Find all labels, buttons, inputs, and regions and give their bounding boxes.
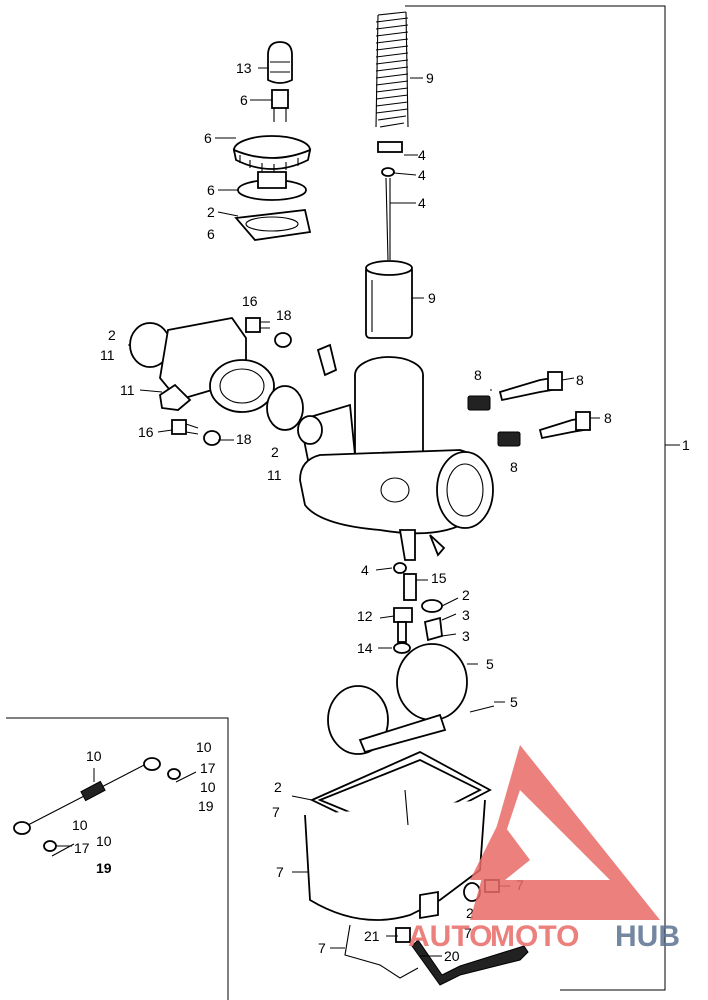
inset-label-10c: 10 <box>200 779 216 795</box>
label-2f: 2 <box>466 905 474 921</box>
label-7e: 7 <box>318 940 326 956</box>
throttle-valve-9 <box>365 260 413 339</box>
label-6a: 6 <box>240 92 248 108</box>
insulator-manifold-11 <box>129 317 304 431</box>
label-4b: 4 <box>418 167 426 183</box>
label-11b: 11 <box>120 382 135 398</box>
spring-9 <box>375 11 409 128</box>
label-21: 21 <box>364 928 380 944</box>
label-4a: 4 <box>418 147 426 163</box>
label-3b: 3 <box>462 628 470 644</box>
part-labels: 13 6 6 6 2 6 9 4 4 4 9 16 18 2 11 11 16 … <box>72 60 690 964</box>
inset-label-19b: 19 <box>96 860 112 876</box>
label-12: 12 <box>357 608 373 624</box>
inset-label-10d: 10 <box>72 817 88 833</box>
inset-box <box>6 717 229 1000</box>
label-4d: 4 <box>361 562 369 578</box>
label-6b: 6 <box>204 130 212 146</box>
pilot-screws-8 <box>467 371 591 447</box>
inset-label-17a: 17 <box>200 760 216 776</box>
label-2d: 2 <box>462 587 470 603</box>
throttle-cap-assembly <box>232 41 312 241</box>
label-8d: 8 <box>510 459 518 475</box>
label-7a: 7 <box>272 804 280 820</box>
label-2b: 2 <box>108 327 116 343</box>
inset-label-10a: 10 <box>86 748 102 764</box>
label-7b: 7 <box>276 864 284 880</box>
label-2a: 2 <box>207 204 215 220</box>
label-2c: 2 <box>271 444 279 460</box>
drain-tube-20 <box>395 927 529 986</box>
carburetor-body <box>297 343 494 561</box>
label-7d: 7 <box>464 925 472 941</box>
float-5 <box>327 643 495 755</box>
label-11c: 11 <box>267 467 282 483</box>
label-20: 20 <box>444 948 460 964</box>
bolts-washers <box>171 317 292 446</box>
label-11a: 11 <box>100 347 115 363</box>
label-18a: 18 <box>276 307 292 323</box>
assembly-bracket-1 <box>405 5 680 991</box>
label-16a: 16 <box>242 293 258 309</box>
inset-label-10b: 10 <box>196 739 212 755</box>
label-4c: 4 <box>418 195 426 211</box>
label-1: 1 <box>682 437 690 453</box>
label-8a: 8 <box>474 367 482 383</box>
label-8c: 8 <box>604 410 612 426</box>
watermark-auto: AUTO <box>408 920 492 953</box>
label-9b: 9 <box>428 290 436 306</box>
automotohub-watermark: AUTO MOTO HUB <box>408 745 680 953</box>
jet-parts <box>393 562 443 654</box>
label-16b: 16 <box>138 424 154 440</box>
label-15: 15 <box>431 570 447 586</box>
label-6c: 6 <box>207 182 215 198</box>
label-8b: 8 <box>576 372 584 388</box>
label-3a: 3 <box>462 607 470 623</box>
label-6d: 6 <box>207 226 215 242</box>
label-9a: 9 <box>426 70 434 86</box>
inset-label-19a: 19 <box>198 798 214 814</box>
inset-label-10e: 10 <box>96 833 112 849</box>
watermark-moto: MOTO <box>490 920 579 953</box>
label-2e: 2 <box>274 779 282 795</box>
label-14: 14 <box>357 640 373 656</box>
watermark-hub: HUB <box>615 920 680 953</box>
label-18b: 18 <box>236 431 252 447</box>
inset-label-17b: 17 <box>74 840 90 856</box>
jet-needle-4 <box>377 141 403 261</box>
label-5b: 5 <box>510 694 518 710</box>
label-13: 13 <box>236 60 252 76</box>
label-5a: 5 <box>486 656 494 672</box>
float-chamber-7 <box>304 750 500 979</box>
